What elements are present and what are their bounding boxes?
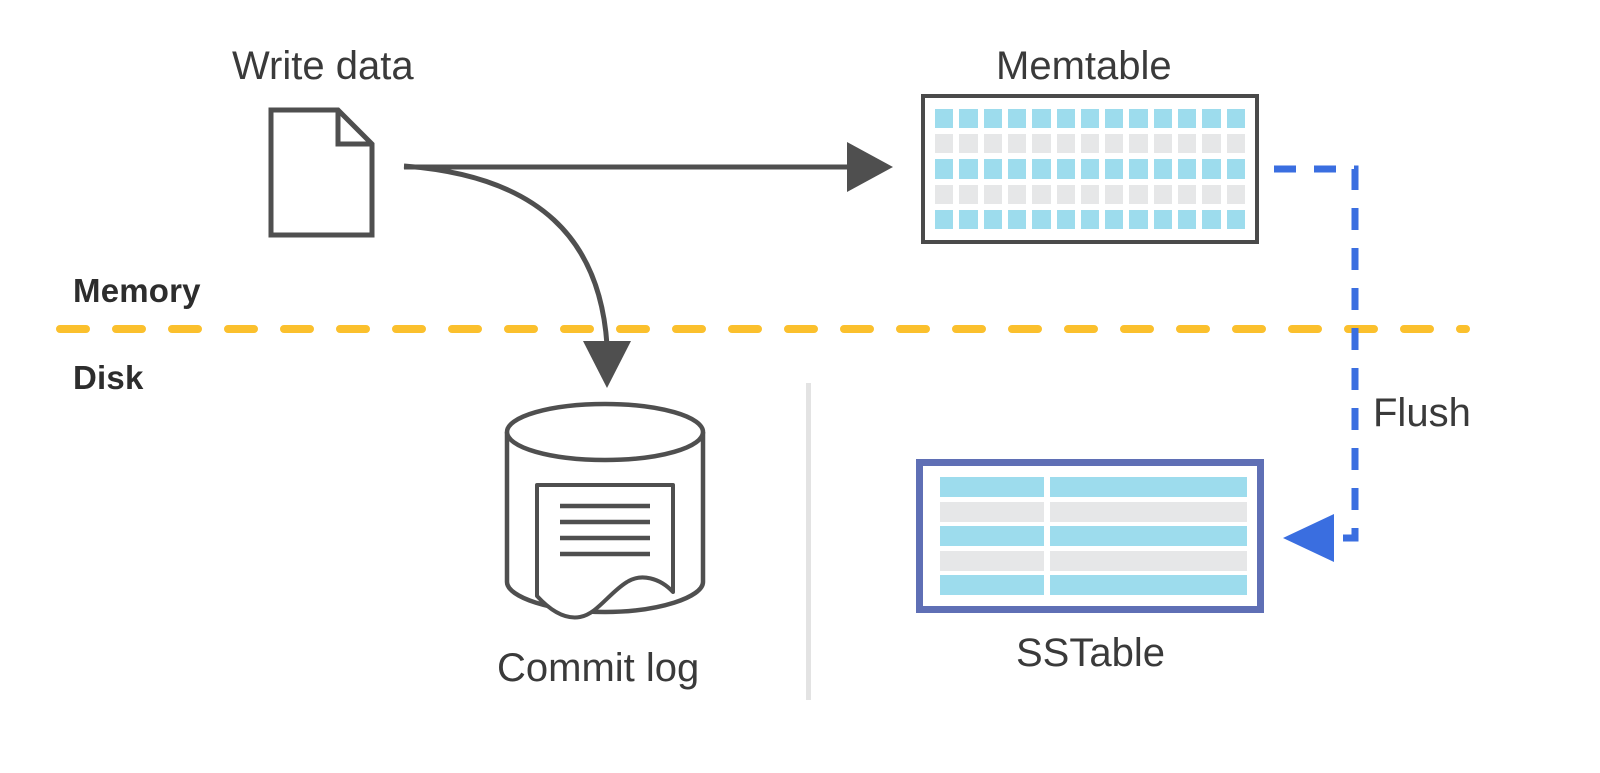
memtable-cell: [1105, 184, 1124, 204]
receipt-icon: [535, 483, 675, 620]
sstable-cell-key: [940, 477, 1044, 497]
label-write-data: Write data: [232, 44, 414, 88]
memtable-cell: [1032, 209, 1051, 229]
memtable-cell: [1202, 184, 1221, 204]
database-cylinder-icon: [504, 401, 706, 620]
memtable-cell: [1105, 134, 1124, 154]
label-memory: Memory: [73, 272, 201, 309]
label-memtable: Memtable: [996, 44, 1172, 88]
memtable-cell: [1153, 109, 1173, 129]
disk-section-divider: [806, 383, 811, 700]
memtable-cell: [1226, 159, 1245, 179]
memtable-cell: [1178, 134, 1197, 154]
memtable-cell: [1226, 209, 1245, 229]
memtable-cell: [1202, 134, 1221, 154]
memtable-cell: [935, 134, 954, 154]
sstable-row: [940, 501, 1247, 522]
memtable-cell: [1056, 184, 1075, 204]
sstable-cell-value: [1050, 575, 1247, 595]
sstable-block: [916, 459, 1264, 613]
memtable-cell: [959, 159, 978, 179]
memtable-cell: [1080, 109, 1100, 129]
memtable-cell: [1007, 184, 1027, 204]
memtable-cell: [1080, 209, 1100, 229]
sstable-cell-value: [1050, 526, 1247, 546]
sstable-cell-key: [940, 575, 1044, 595]
memtable-cell: [1007, 134, 1027, 154]
sstable-cell-value: [1050, 550, 1247, 571]
label-flush: Flush: [1373, 391, 1471, 435]
sstable-cell-value: [1050, 477, 1247, 497]
memtable-cell: [1105, 109, 1124, 129]
memtable-cell: [983, 184, 1002, 204]
memtable-cell: [935, 184, 954, 204]
memtable-cell: [1105, 159, 1124, 179]
memtable-cell: [1056, 159, 1075, 179]
memtable-cell: [959, 109, 978, 129]
memtable-cell: [1032, 109, 1051, 129]
sstable-cell-key: [940, 550, 1044, 571]
memtable-cell: [1032, 184, 1051, 204]
sstable-cell-key: [940, 501, 1044, 522]
memtable-cell: [1226, 109, 1245, 129]
memtable-cell: [1153, 209, 1173, 229]
memtable-cell: [1056, 109, 1075, 129]
sstable-rows: [940, 477, 1247, 595]
memtable-cell: [1129, 134, 1148, 154]
memtable-cell: [959, 134, 978, 154]
memtable-cell: [959, 184, 978, 204]
memtable-cell: [983, 109, 1002, 129]
memtable-cell: [1202, 159, 1221, 179]
memtable-cell: [1129, 184, 1148, 204]
memtable-cell: [1153, 159, 1173, 179]
memtable-cell: [1056, 209, 1075, 229]
sstable-cell-value: [1050, 501, 1247, 522]
sstable-row: [940, 477, 1247, 497]
sstable-row: [940, 526, 1247, 546]
memtable-cell: [1129, 159, 1148, 179]
memtable-cell: [1080, 134, 1100, 154]
memtable-cell: [1007, 109, 1027, 129]
memtable-cell: [959, 209, 978, 229]
memtable-cell: [1153, 134, 1173, 154]
memtable-cell: [983, 159, 1002, 179]
curved-arrow-down-icon: [403, 163, 631, 388]
memtable-cell: [1032, 159, 1051, 179]
memtable-cell: [1178, 109, 1197, 129]
label-disk: Disk: [73, 359, 144, 396]
label-sstable: SSTable: [1016, 631, 1165, 675]
memtable-cell: [1178, 209, 1197, 229]
memtable-cell: [1178, 159, 1197, 179]
memtable-cell: [1056, 134, 1075, 154]
memtable-cell: [1080, 159, 1100, 179]
memtable-cell: [1178, 184, 1197, 204]
memtable-cell: [1129, 109, 1148, 129]
label-commit-log: Commit log: [497, 646, 700, 690]
memtable-cell: [983, 134, 1002, 154]
sstable-row: [940, 575, 1247, 595]
sstable-row: [940, 550, 1247, 571]
memtable-cell: [935, 159, 954, 179]
memtable-cell: [1007, 159, 1027, 179]
memtable-cell: [935, 109, 954, 129]
memtable-cell: [1129, 209, 1148, 229]
document-icon: [268, 107, 375, 238]
sstable-cell-key: [940, 526, 1044, 546]
memtable-cell: [935, 209, 954, 229]
memtable-cell: [1153, 184, 1173, 204]
memtable-grid: [935, 109, 1245, 229]
memtable-cell: [1226, 134, 1245, 154]
memtable-cell: [1226, 184, 1245, 204]
memtable-cell: [1007, 209, 1027, 229]
memtable-cell: [1202, 109, 1221, 129]
memtable-block: [921, 94, 1259, 244]
memtable-cell: [1080, 184, 1100, 204]
dashed-arrow-left-icon: [1274, 165, 1359, 562]
arrow-right-icon: [404, 142, 893, 192]
memtable-cell: [1032, 134, 1051, 154]
memtable-cell: [1105, 209, 1124, 229]
memtable-cell: [1202, 209, 1221, 229]
memtable-cell: [983, 209, 1002, 229]
